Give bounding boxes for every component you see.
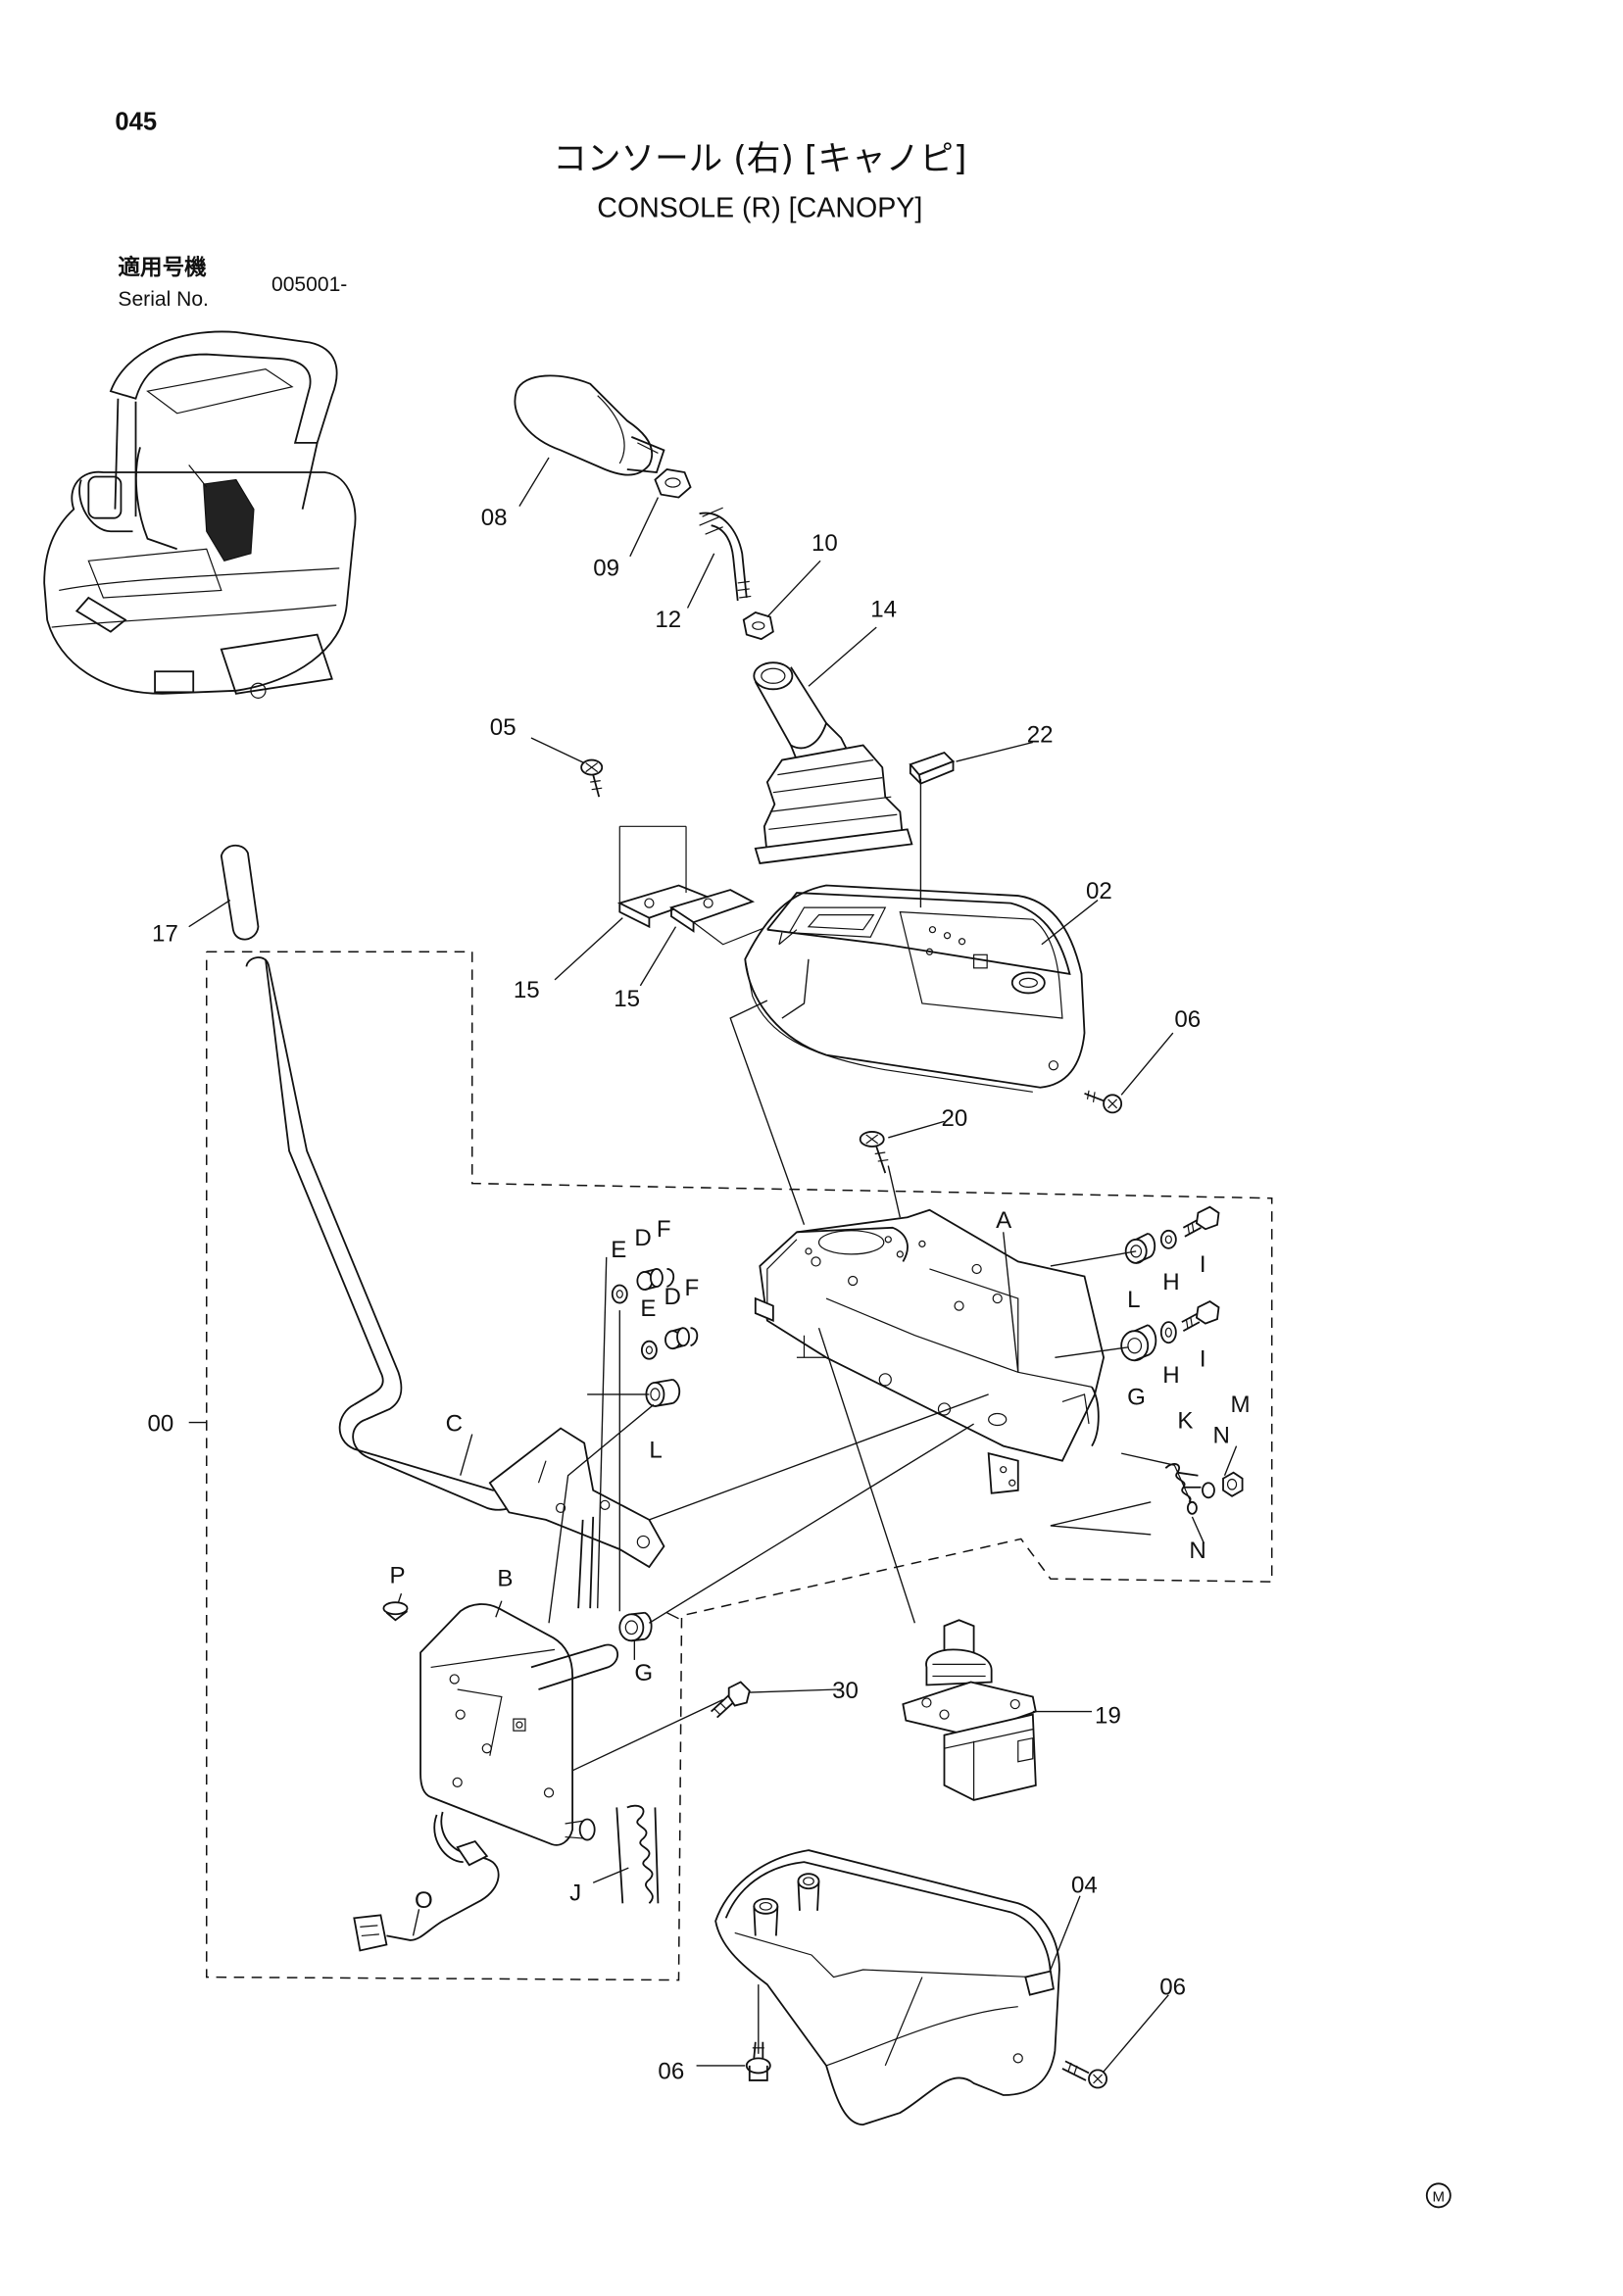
part-G-bushing-lower (618, 1611, 653, 1642)
part-P-pin (382, 1601, 409, 1622)
callout-G-right: G (1127, 1384, 1146, 1410)
callout-19: 19 (1095, 1703, 1121, 1730)
callout-14: 14 (870, 597, 897, 623)
part-14-lever-boot (753, 661, 913, 864)
callout-00: 00 (148, 1411, 174, 1438)
callout-K: K (1177, 1408, 1193, 1435)
part-E-bushing-upper (611, 1284, 628, 1304)
part-H-washer-upper (1159, 1229, 1177, 1249)
part-17-lever-grip (220, 844, 260, 941)
callout-06-lower-left: 06 (658, 2058, 684, 2084)
callout-F-lower: F (685, 1275, 700, 1301)
serial-number-value: 005001- (271, 273, 347, 296)
part-I-bolt-lower (1181, 1300, 1220, 1332)
part-05-screw (580, 758, 604, 798)
callout-L-right: L (1127, 1287, 1140, 1313)
callout-labels: 08 09 12 10 14 05 22 17 15 15 02 06 20 A… (148, 505, 1251, 2084)
circled-m-mark: M (1425, 2182, 1451, 2209)
part-I-bolt-upper (1182, 1205, 1220, 1238)
title-japanese: コンソール (右) [キャノピ] (553, 139, 966, 178)
part-M-nut (1222, 1471, 1244, 1497)
part-06-screw-upper (1084, 1090, 1123, 1114)
callout-05: 05 (490, 714, 516, 741)
callout-C: C (446, 1411, 463, 1438)
part-E-bushing-lower (640, 1340, 658, 1360)
callout-02: 02 (1086, 878, 1112, 904)
callout-06-lower-right: 06 (1159, 1975, 1186, 2001)
part-O-wire-harness (353, 1811, 500, 1952)
part-10-nut (742, 611, 774, 641)
callout-20: 20 (941, 1105, 967, 1132)
part-12-rod (699, 507, 752, 602)
part-19-pilot-valve (902, 1619, 1037, 1801)
callout-22: 22 (1027, 722, 1054, 749)
callout-J: J (569, 1880, 581, 1906)
callout-12: 12 (655, 607, 681, 633)
part-06-screw-lower-right (1061, 2060, 1107, 2089)
callout-H-upper: H (1162, 1269, 1179, 1295)
callout-M: M (1231, 1392, 1251, 1418)
callout-F-upper: F (657, 1216, 671, 1243)
part-B-mounting-plate (419, 1603, 618, 1846)
callout-N-lower: N (1189, 1538, 1205, 1564)
part-30-bolt (711, 1681, 751, 1719)
part-F-clip-upper (666, 1268, 675, 1288)
part-09-nut (654, 468, 692, 499)
part-08-lever-knob (514, 374, 665, 476)
part-02-console-cover (744, 884, 1086, 1093)
callout-D-lower: D (664, 1284, 680, 1310)
part-22-block (909, 751, 956, 785)
applicable-label-japanese: 適用号機 (118, 254, 207, 280)
part-J-spring (615, 1804, 660, 1904)
part-L-bushing-upper-right (1124, 1232, 1156, 1264)
callout-I-upper: I (1200, 1251, 1206, 1278)
callout-D-upper: D (634, 1225, 651, 1251)
callout-08: 08 (481, 505, 508, 531)
callout-30: 30 (832, 1678, 859, 1704)
callout-B: B (497, 1566, 513, 1592)
callout-10: 10 (812, 530, 838, 557)
callout-N-upper: N (1212, 1423, 1229, 1449)
callout-04: 04 (1071, 1873, 1098, 1899)
callout-O: O (415, 1887, 433, 1914)
part-G-bushing-upper-right (1120, 1324, 1157, 1362)
callout-L-left: L (649, 1438, 662, 1464)
callout-I-lower: I (1200, 1345, 1206, 1372)
excavator-location-thumbnail (43, 330, 357, 699)
part-L-bushing-left (645, 1378, 681, 1407)
part-06-screw-lower-left (745, 2041, 771, 2081)
callout-09: 09 (593, 555, 619, 581)
callout-15-left: 15 (514, 977, 540, 1003)
part-04-lower-cover (714, 1849, 1060, 2126)
callout-E-upper: E (611, 1237, 626, 1263)
part-D-collar-upper (636, 1268, 664, 1291)
callout-G-lower: G (634, 1660, 653, 1686)
page-number: 045 (115, 109, 157, 136)
circled-mark-letter: M (1433, 2188, 1446, 2205)
leader-lines (188, 457, 1238, 2073)
callout-06-upper: 06 (1174, 1006, 1201, 1033)
title-english: CONSOLE (R) [CANOPY] (597, 193, 922, 224)
callout-17: 17 (152, 921, 178, 948)
assembly-boundary-dashed (206, 951, 1273, 1981)
part-20-screw (859, 1131, 889, 1174)
part-D-collar-lower (664, 1327, 690, 1350)
callout-H-lower: H (1162, 1362, 1179, 1389)
part-F-clip-lower (690, 1327, 699, 1347)
part-H-washer-lower (1159, 1321, 1177, 1344)
part-N-washer-lower (1186, 1500, 1198, 1515)
part-N-washer-right (1202, 1482, 1215, 1499)
callout-A: A (996, 1207, 1012, 1234)
part-K-spring (1164, 1463, 1202, 1506)
part-C-lever-rod (245, 956, 665, 1609)
part-A-console-bracket (754, 1208, 1106, 1494)
callout-15-right: 15 (614, 986, 640, 1012)
serial-number-label: Serial No. (118, 288, 208, 311)
callout-E-lower: E (640, 1295, 656, 1322)
callout-P: P (389, 1563, 405, 1589)
